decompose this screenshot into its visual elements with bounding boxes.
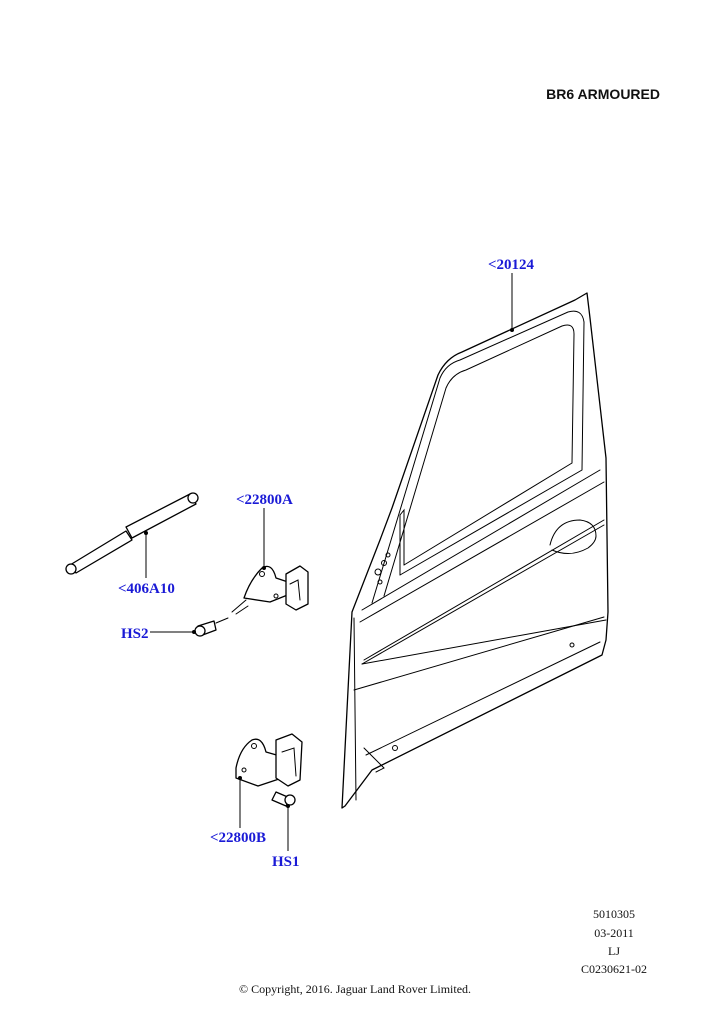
copyright-notice: © Copyright, 2016. Jaguar Land Rover Lim…	[238, 982, 472, 996]
lower-hinge-bolt	[271, 791, 296, 807]
meta-code: C0230621-02	[581, 962, 647, 976]
lower-door-hinge	[235, 733, 303, 787]
diagram-heading: BR6 ARMOURED	[546, 86, 660, 102]
callout-lower-bolt[interactable]: HS1	[272, 854, 300, 870]
callout-upper-hinge[interactable]: <22800A	[236, 492, 293, 508]
upper-hinge-bolt	[194, 617, 229, 637]
upper-door-hinge	[231, 565, 309, 615]
callout-door[interactable]: <20124	[488, 257, 535, 273]
meta-number: 5010305	[593, 907, 635, 921]
callout-upper-bolt[interactable]: HS2	[121, 626, 149, 642]
callout-gas-strut[interactable]: <406A10	[118, 581, 175, 597]
callout-lower-hinge[interactable]: <22800B	[210, 830, 266, 846]
front-door-shell	[341, 292, 609, 809]
gas-strut	[65, 492, 199, 575]
meta-date: 03-2011	[594, 926, 634, 940]
leader-lines	[144, 273, 514, 851]
meta-initials: LJ	[608, 944, 620, 958]
